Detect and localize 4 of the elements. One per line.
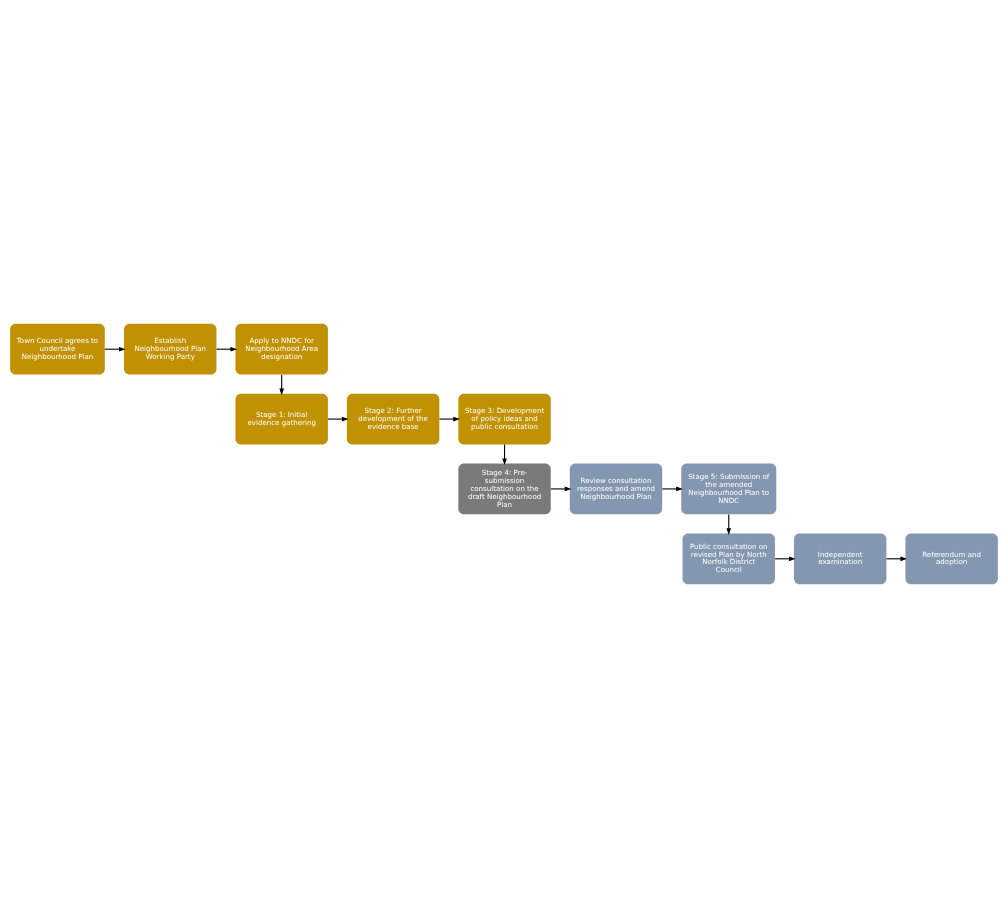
arrow xyxy=(661,486,683,492)
arrow xyxy=(438,416,460,422)
arrow xyxy=(550,486,572,492)
arrow xyxy=(327,416,349,422)
